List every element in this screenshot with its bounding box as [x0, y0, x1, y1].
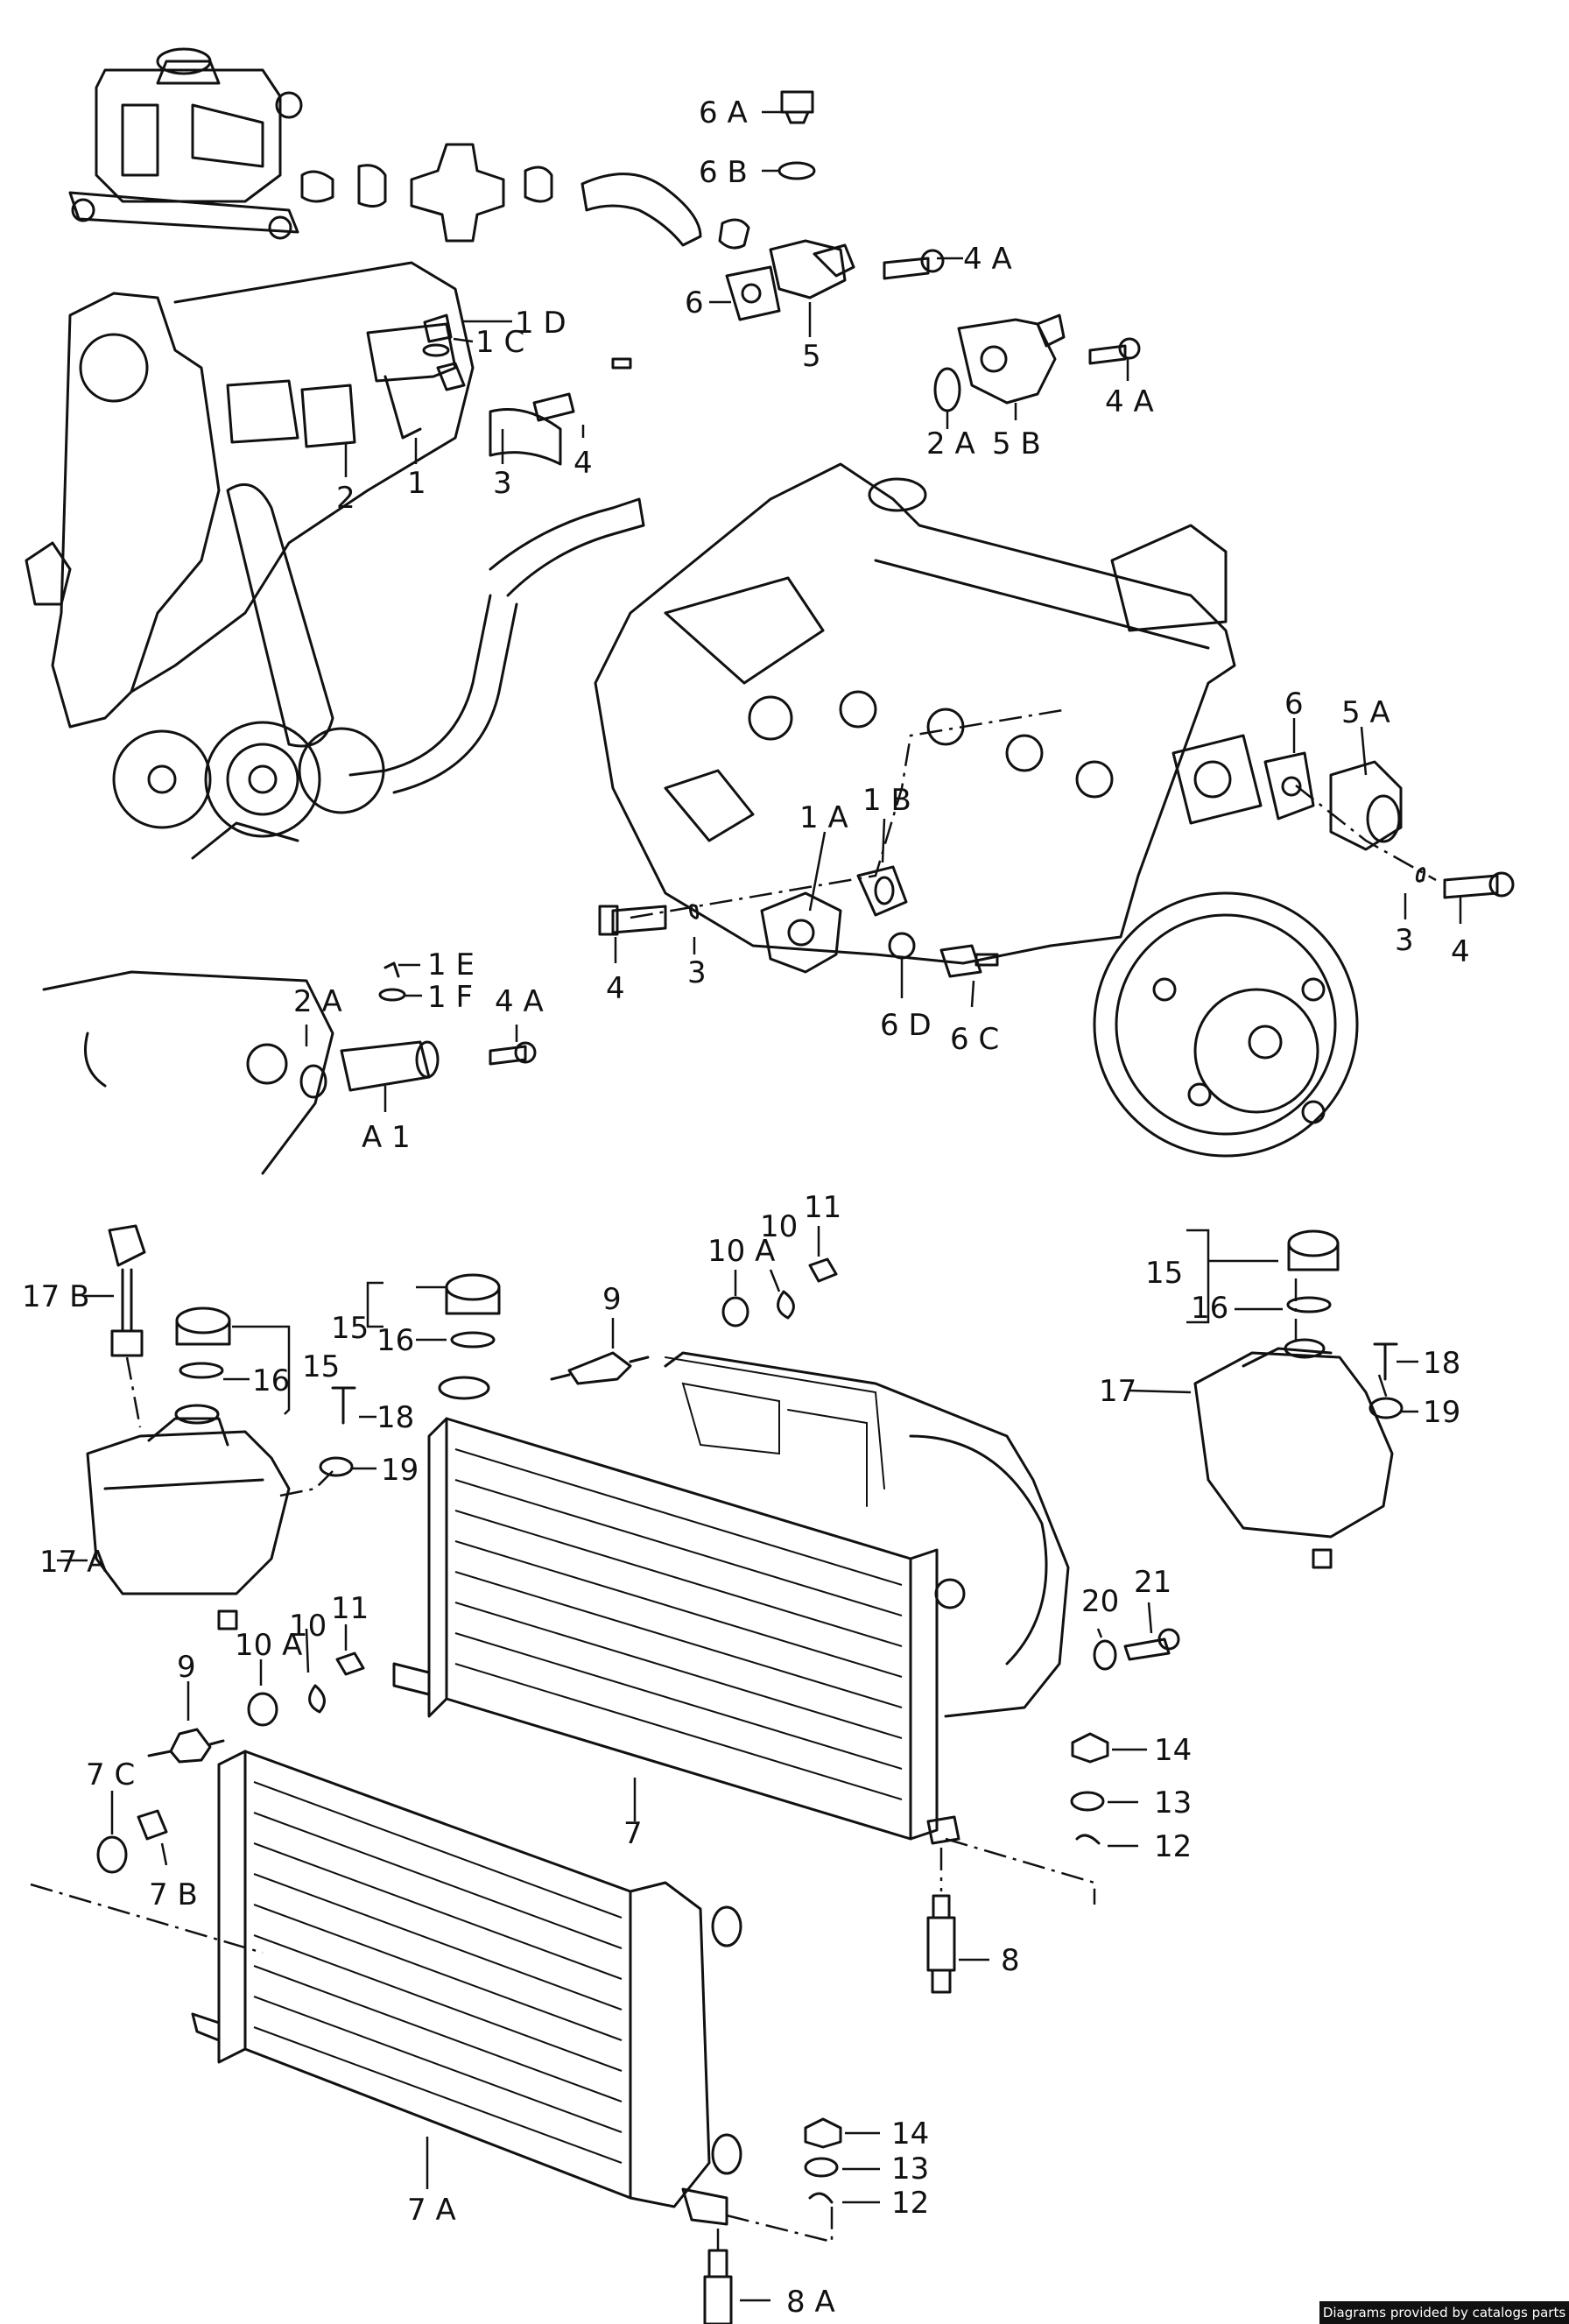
label-1F: 1 F: [427, 980, 473, 1015]
label-10A-low: 10 A: [235, 1628, 302, 1663]
label-3-right: 3: [1395, 923, 1414, 958]
label-3-top: 3: [493, 466, 512, 501]
coolant-flange-5B: [933, 313, 1141, 412]
label-12-top: 12: [1154, 1829, 1192, 1864]
label-4-top: 4: [573, 446, 593, 481]
label-2: 2: [336, 481, 355, 516]
radiator-cap-15: [438, 1273, 501, 1400]
label-17B: 17 B: [22, 1279, 89, 1314]
fittings-1A-1B-6C: [598, 865, 999, 978]
label-1C: 1 C: [475, 325, 524, 360]
label-21: 21: [1134, 1565, 1171, 1600]
label-5: 5: [802, 339, 821, 374]
label-16-right: 16: [1191, 1291, 1228, 1326]
label-20: 20: [1081, 1584, 1119, 1619]
label-8: 8: [1001, 1943, 1020, 1978]
label-2A-top: 2 A: [926, 426, 975, 461]
small-hardware: [96, 1257, 1180, 2324]
assembly-lines: [30, 708, 1437, 2250]
label-15-right: 15: [1145, 1256, 1183, 1291]
label-14-top: 14: [1154, 1733, 1192, 1768]
label-16-left: 16: [252, 1363, 290, 1398]
label-5A: 5 A: [1341, 695, 1390, 730]
label-18-left: 18: [376, 1400, 414, 1435]
label-7B: 7 B: [149, 1877, 198, 1912]
credit-banner: Diagrams provided by catalogs parts: [1319, 2301, 1569, 2324]
label-10A-top: 10 A: [707, 1234, 775, 1269]
label-6-mid: 6: [1284, 687, 1304, 722]
label-7A: 7 A: [407, 2193, 456, 2228]
label-1A: 1 A: [799, 800, 848, 835]
radiator-frame: [665, 1356, 885, 1507]
label-1: 1: [407, 466, 426, 501]
label-13-low: 13: [891, 2151, 929, 2187]
label-16-mid: 16: [376, 1323, 414, 1358]
radiator-7A: [191, 1750, 742, 2226]
engine-block-right: [594, 462, 1359, 1158]
callout-labels: 6 A 6 B 4 A 6 5 1 D 1 C 2 A 5 B 4 A 2 1 …: [22, 95, 1470, 2320]
expansion-tank-17: [1193, 1229, 1404, 1569]
label-1B: 1 B: [862, 783, 911, 818]
label-5B: 5 B: [992, 426, 1041, 461]
coolant-fitting-A1: [42, 961, 537, 1175]
label-7C: 7 C: [86, 1757, 135, 1792]
label-19-left: 19: [381, 1453, 419, 1488]
label-18-right: 18: [1423, 1346, 1460, 1381]
radiator-7: [392, 1351, 1070, 1845]
water-flange-top: [725, 90, 945, 321]
label-6-top: 6: [685, 285, 704, 320]
label-11-low: 11: [331, 1591, 369, 1626]
label-11-top: 11: [804, 1190, 841, 1225]
label-7: 7: [623, 1816, 643, 1851]
label-1D: 1 D: [515, 306, 566, 341]
label-A1: A 1: [362, 1120, 411, 1155]
label-9-low: 9: [177, 1650, 196, 1685]
label-3-left: 3: [687, 955, 707, 990]
coolant-pipe-1: [348, 313, 645, 794]
label-14-low: 14: [891, 2116, 929, 2151]
thermostat-housing-5A: [1263, 751, 1515, 899]
label-17A: 17 A: [39, 1545, 107, 1580]
label-4A-low: 4 A: [495, 984, 544, 1019]
label-6C: 6 C: [950, 1022, 999, 1057]
expansion-tank-17A: [86, 1224, 356, 1630]
label-17: 17: [1099, 1374, 1136, 1409]
label-4A-right: 4 A: [1105, 384, 1154, 419]
label-6D: 6 D: [880, 1008, 932, 1043]
label-10-low: 10: [289, 1609, 327, 1644]
leader-lines: [57, 110, 1462, 2302]
label-4-left: 4: [606, 971, 625, 1006]
label-6B: 6 B: [699, 155, 748, 190]
label-2A-low: 2 A: [293, 984, 342, 1019]
label-9-top: 9: [602, 1282, 622, 1317]
label-15-left: 15: [302, 1349, 340, 1384]
label-15-mid: 15: [331, 1311, 369, 1346]
carburettor-drawing: [68, 47, 303, 240]
upper-hose-assembly: [300, 143, 750, 250]
label-13-top: 13: [1154, 1785, 1192, 1820]
label-10-top: 10: [760, 1209, 798, 1244]
label-6A: 6 A: [699, 95, 748, 130]
label-8A: 8 A: [786, 2285, 835, 2320]
label-4A-top: 4 A: [963, 242, 1012, 277]
label-19-right: 19: [1423, 1395, 1460, 1430]
engine-block-left: [25, 261, 475, 860]
label-1E: 1 E: [427, 947, 475, 982]
label-12-low: 12: [891, 2186, 929, 2221]
label-4-right: 4: [1451, 934, 1470, 969]
